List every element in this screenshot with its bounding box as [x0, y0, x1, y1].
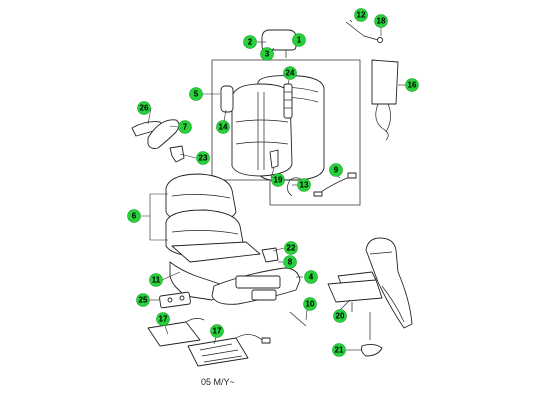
svg-text:18: 18: [377, 17, 386, 26]
svg-text:17: 17: [159, 315, 168, 324]
svg-text:24: 24: [286, 69, 295, 78]
svg-text:7: 7: [183, 123, 188, 132]
table-handle: [361, 312, 383, 357]
callout-25: 25: [136, 293, 150, 307]
callout-10: 10: [303, 297, 317, 311]
svg-text:4: 4: [309, 273, 314, 282]
svg-text:12: 12: [357, 11, 366, 20]
svg-text:23: 23: [199, 154, 208, 163]
callout-6: 6: [127, 209, 141, 223]
recliner-cover-inner: [147, 119, 180, 149]
callout-11: 11: [149, 273, 163, 287]
callout-5: 5: [189, 87, 203, 101]
svg-text:9: 9: [334, 166, 339, 175]
side-table: [327, 271, 383, 312]
svg-text:8: 8: [288, 258, 293, 267]
callout-19: 19: [271, 173, 285, 187]
heater-mat-lower: [187, 334, 271, 367]
seatback-bracket: [269, 149, 279, 169]
callout-23: 23: [196, 151, 210, 165]
svg-text:11: 11: [152, 276, 161, 285]
callout-12: 12: [354, 8, 368, 22]
screw: [289, 311, 307, 327]
seat-module: [159, 291, 191, 309]
callout-26: 26: [137, 101, 151, 115]
headrest-guide: [345, 21, 383, 43]
callout-2: 2: [243, 35, 257, 49]
svg-text:26: 26: [140, 104, 149, 113]
svg-text:2: 2: [248, 38, 253, 47]
callout-3: 3: [260, 47, 274, 61]
svg-text:3: 3: [265, 50, 270, 59]
svg-text:20: 20: [336, 312, 345, 321]
callout-17-upper: 17: [156, 312, 170, 326]
callout-20: 20: [333, 309, 347, 323]
callout-22: 22: [284, 241, 298, 255]
svg-text:6: 6: [132, 212, 137, 221]
callout-9: 9: [329, 163, 343, 177]
seatback-spring: [283, 83, 293, 119]
svg-text:1: 1: [297, 36, 302, 45]
svg-text:13: 13: [300, 181, 309, 190]
svg-text:16: 16: [408, 81, 417, 90]
seat-switch-panel: [235, 275, 281, 301]
svg-text:22: 22: [287, 244, 296, 253]
callout-24: 24: [283, 66, 297, 80]
switch-bracket: [261, 247, 279, 263]
callout-18: 18: [374, 14, 388, 28]
svg-text:25: 25: [139, 296, 148, 305]
callout-1: 1: [292, 33, 306, 47]
seatback-front: [231, 83, 293, 177]
svg-text:14: 14: [219, 123, 228, 132]
svg-text:17: 17: [213, 327, 222, 336]
model-year-caption: 05 M/Y~: [201, 377, 235, 387]
rear-seat-assembly: [365, 237, 413, 329]
seat-heater-pad: [371, 59, 399, 141]
callout-7: 7: [178, 120, 192, 134]
svg-text:10: 10: [306, 300, 315, 309]
svg-text:21: 21: [335, 346, 344, 355]
callout-21: 21: [332, 343, 346, 357]
callout-17-lower: 17: [210, 324, 224, 338]
callout-14: 14: [216, 120, 230, 134]
callout-16: 16: [405, 78, 419, 92]
heater-mat-upper: [147, 318, 205, 347]
callout-13: 13: [297, 178, 311, 192]
recliner-bracket: [169, 145, 185, 163]
seat-cushion-frame: [171, 241, 261, 263]
callout-8: 8: [283, 255, 297, 269]
svg-text:5: 5: [194, 90, 199, 99]
svg-text:19: 19: [274, 176, 283, 185]
callout-4: 4: [304, 270, 318, 284]
lumbar-support: [220, 85, 234, 113]
